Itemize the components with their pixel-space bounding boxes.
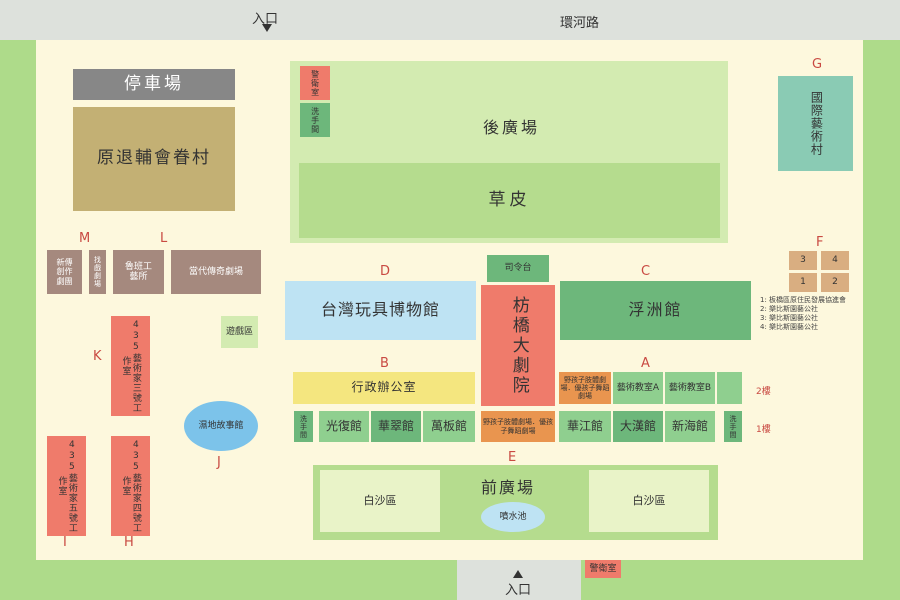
fangqiao-grand-theater[interactable]: 枋橋大劇院 — [481, 285, 555, 406]
m-theater-troupe[interactable]: 新傳創作劇團 — [47, 250, 82, 294]
label-i: I — [63, 535, 67, 550]
label-f: F — [816, 235, 824, 250]
international-art-village[interactable]: 國際藝術村 — [778, 76, 853, 171]
xinhai-hall[interactable]: 新海館 — [665, 411, 715, 442]
bottom-entrance-arrow-icon — [513, 570, 523, 578]
back-plaza-label: 後廣場 — [483, 118, 541, 137]
art-classroom-b[interactable]: 藝術教室B — [665, 372, 715, 404]
floor-2-label: 2樓 — [756, 387, 771, 397]
f-unit-3[interactable]: 3 — [789, 251, 817, 270]
label-h: H — [124, 535, 134, 550]
label-e: E — [508, 450, 517, 465]
top-road-label: 環河路 — [560, 16, 600, 31]
label-j: J — [217, 455, 221, 470]
f-legend-item: 4: 樂比斯園藝公社 — [760, 323, 819, 331]
contemporary-legend-theater[interactable]: 當代傳奇劇場 — [171, 250, 261, 294]
f-legend-item: 2: 樂比斯園藝公社 — [760, 305, 819, 313]
label-a: A — [641, 356, 650, 371]
label-m: M — [79, 231, 91, 246]
second-floor-extra-cell — [717, 372, 742, 404]
label-l: L — [160, 231, 168, 246]
artist-studio-5[interactable]: 435藝術家五號工作室 — [47, 436, 86, 536]
guard-room-bottom[interactable]: 警衛室 — [585, 560, 621, 578]
artist-studio-4[interactable]: 435藝術家四號工作室 — [111, 436, 150, 536]
veterans-village[interactable]: 原退輔會眷村 — [73, 107, 235, 211]
restroom-top[interactable]: 洗手間 — [300, 103, 330, 137]
label-g: G — [812, 57, 823, 72]
taiwan-toy-museum[interactable]: 台灣玩具博物館 — [285, 281, 476, 340]
lawn[interactable]: 草皮 — [299, 163, 720, 238]
bottom-road — [457, 560, 581, 600]
f-legend-item: 3: 樂比斯園藝公社 — [760, 314, 819, 322]
top-entrance-label: 入口 — [252, 12, 279, 27]
kids-dance-theater-2f[interactable]: 野孩子肢體劇場．優孩子舞蹈劇場 — [559, 372, 611, 404]
guard-room-top[interactable]: 警衛室 — [300, 66, 330, 100]
restroom-right[interactable]: 洗手間 — [724, 411, 742, 442]
fuzhou-hall[interactable]: 浮洲館 — [560, 281, 751, 340]
art-classroom-a[interactable]: 藝術教室A — [613, 372, 663, 404]
guangfu-hall[interactable]: 光復館 — [319, 411, 369, 442]
white-sand-right[interactable]: 白沙區 — [589, 470, 709, 532]
artist-studio-3[interactable]: 435藝術家三號工作室 — [111, 316, 150, 416]
f-unit-1[interactable]: 1 — [789, 273, 817, 292]
front-plaza-label: 前廣場 — [481, 478, 536, 497]
admin-office[interactable]: 行政辦公室 — [293, 372, 475, 404]
floor-1-label: 1樓 — [756, 425, 771, 435]
dahan-hall[interactable]: 大漢館 — [613, 411, 663, 442]
f-legend-item: 1: 板橋區原住民發展協進會 — [760, 296, 847, 304]
top-road — [0, 0, 900, 40]
top-entrance-arrow-icon — [262, 24, 272, 32]
white-sand-left[interactable]: 白沙區 — [320, 470, 440, 532]
m-small-theater[interactable]: 找戲劇場 — [89, 250, 106, 294]
label-d: D — [380, 264, 391, 279]
kids-dance-theater-1f[interactable]: 野孩子肢體劇場．優孩子舞蹈劇場 — [481, 411, 555, 442]
label-c: C — [641, 264, 651, 279]
f-unit-4[interactable]: 4 — [821, 251, 849, 270]
playground[interactable]: 遊戲區 — [221, 316, 258, 348]
fountain[interactable]: 噴水池 — [481, 502, 545, 532]
command-stage[interactable]: 司令台 — [487, 255, 549, 282]
wetland-story-hall[interactable]: 濕地故事館 — [184, 401, 258, 451]
lu-ban-workshop[interactable]: 魯班工藝所 — [113, 250, 164, 294]
wanban-hall[interactable]: 萬板館 — [423, 411, 475, 442]
huajiang-hall[interactable]: 華江館 — [559, 411, 611, 442]
parking-lot[interactable]: 停車場 — [73, 69, 235, 100]
restroom-left[interactable]: 洗手間 — [294, 411, 313, 442]
f-unit-2[interactable]: 2 — [821, 273, 849, 292]
label-k: K — [93, 349, 102, 364]
label-b: B — [380, 356, 389, 371]
f-legend: 1: 板橋區原住民發展協進會 2: 樂比斯園藝公社 3: 樂比斯園藝公社 4: … — [760, 296, 860, 332]
bottom-entrance-label: 入口 — [505, 583, 532, 598]
huacui-hall[interactable]: 華翠館 — [371, 411, 421, 442]
